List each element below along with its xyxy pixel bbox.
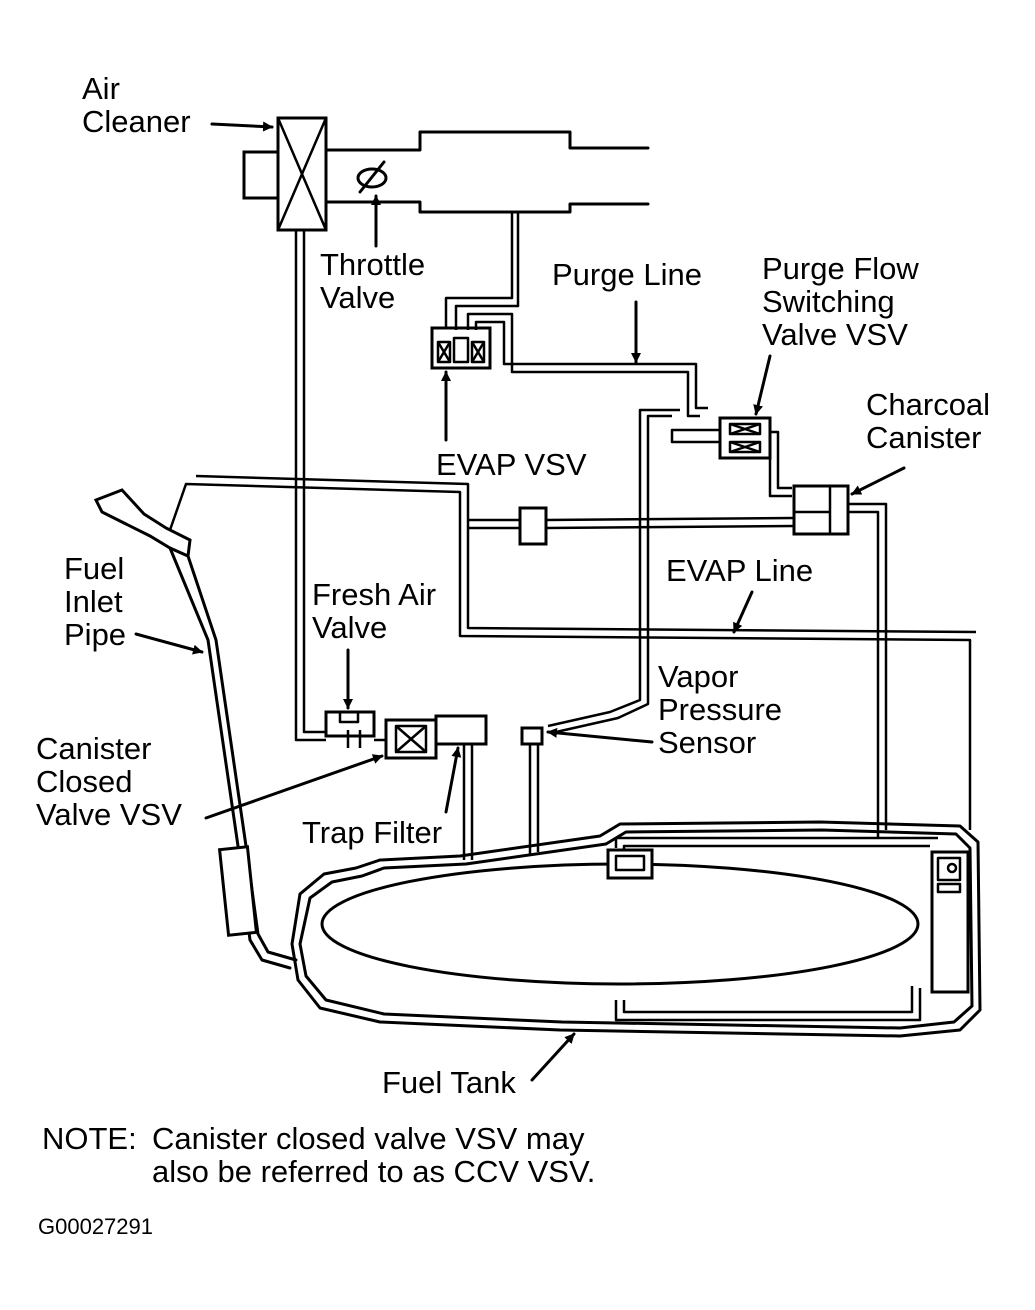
vapor-pressure-sensor <box>520 726 544 746</box>
sensor-line <box>547 408 680 734</box>
label-evap-vsv: EVAP VSV <box>436 447 587 482</box>
intake-duct <box>324 130 650 214</box>
label-purge-flow-vsv: Purge Flow Switching Valve VSV <box>762 251 919 352</box>
label-trap-filter: Trap Filter <box>302 815 443 850</box>
charcoal-canister <box>792 484 888 838</box>
purge-line-upper <box>444 212 520 330</box>
air-cleaner <box>242 116 328 232</box>
label-charcoal-canister: Charcoal Canister <box>866 387 991 455</box>
fuel-inlet-pipe <box>93 488 298 970</box>
label-vapor-pressure-sensor: Vapor Pressure Sensor <box>658 659 783 760</box>
canister-side-line <box>468 516 795 530</box>
fresh-air-valve <box>324 710 376 738</box>
evap-vsv <box>430 326 492 370</box>
note-line-2: also be referred to as CCV VSV. <box>152 1154 596 1189</box>
trap-filter <box>434 714 488 746</box>
canister-closed-valve-vsv <box>346 718 438 760</box>
tank-vent-line <box>168 474 977 830</box>
fuel-tank <box>290 820 982 1038</box>
small-valve <box>518 506 548 546</box>
label-purge-line: Purge Line <box>552 257 702 292</box>
label-fresh-air-valve: Fresh Air Valve <box>312 577 437 645</box>
note-line-1: Canister closed valve VSV may <box>152 1121 585 1156</box>
purge-flow-switching-vsv <box>670 416 792 498</box>
label-evap-line: EVAP Line <box>666 553 814 588</box>
label-fuel-tank: Fuel Tank <box>382 1065 516 1100</box>
sensor-tank-line <box>528 744 540 856</box>
purge-line <box>466 312 708 418</box>
throttle-valve <box>356 160 388 194</box>
trap-filter-line <box>462 744 474 860</box>
label-fuel-inlet-pipe: Fuel Inlet Pipe <box>64 551 127 652</box>
label-canister-closed-vsv: Canister Closed Valve VSV <box>36 731 182 832</box>
label-throttle-valve: Throttle Valve <box>320 247 426 315</box>
figure-code: G00027291 <box>38 1214 153 1239</box>
callout-arrows <box>134 121 906 1082</box>
note-prefix: NOTE: <box>42 1121 137 1156</box>
label-air-cleaner: Air Cleaner <box>82 71 191 139</box>
fresh-air-line <box>294 230 326 742</box>
